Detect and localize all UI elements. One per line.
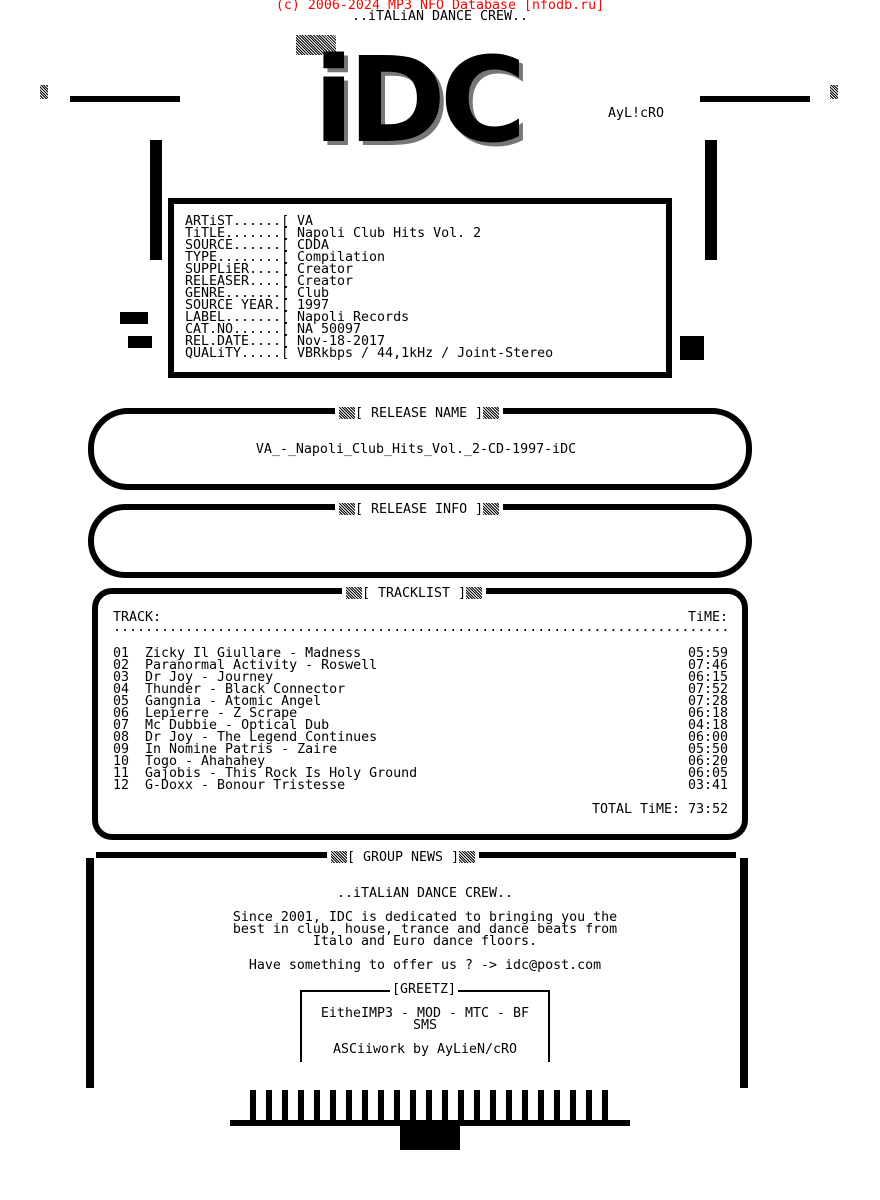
track-number: 10 (113, 754, 130, 769)
track-time: 06:05 (688, 766, 729, 781)
info-label: REL.DATE....[ (185, 334, 290, 349)
ornament (128, 336, 152, 348)
info-value: VA (297, 214, 314, 229)
ornament (70, 96, 180, 102)
ascii-credit: ASCiiwork by AyLieN/cRO (332, 1042, 518, 1057)
total-time: TOTAL TiME: 73:52 (592, 802, 729, 817)
ornament (40, 85, 48, 99)
time-column-header: TiME: (688, 610, 729, 625)
info-label: ARTiST......[ (185, 214, 290, 229)
greetz-line: EitheIMP3 - MOD - MTC - BF (320, 1006, 530, 1021)
track-number: 06 (113, 706, 130, 721)
track-number: 05 (113, 694, 130, 709)
greetz-heading: [GREETZ] (390, 982, 459, 997)
ornament (830, 85, 838, 99)
info-label: CAT.NO......[ (185, 322, 290, 337)
ornament (86, 858, 94, 1088)
track-title: Mc Dubbie - Optical Dub (145, 718, 330, 733)
info-label: QUALiTY.....[ (185, 346, 290, 361)
art-signature: AyL!cRO (608, 106, 665, 121)
info-value: Nov-18-2017 (297, 334, 386, 349)
track-time: 07:46 (688, 658, 729, 673)
news-line: Since 2001, IDC is dedicated to bringing… (232, 910, 618, 925)
track-title: Zicky Il Giullare - Madness (145, 646, 362, 661)
info-value: Napoli Records (297, 310, 410, 325)
info-value: Compilation (297, 250, 386, 265)
track-time: 05:59 (688, 646, 729, 661)
info-value: Napoli Club Hits Vol. 2 (297, 226, 482, 241)
info-value: Creator (297, 274, 354, 289)
news-line: best in club, house, trance and dance be… (232, 922, 618, 937)
info-value: Club (297, 286, 330, 301)
release-name-value: VA_-_Napoli_Club_Hits_Vol._2-CD-1997-iDC (255, 442, 577, 457)
track-number: 01 (113, 646, 130, 661)
logo-text: iDC (313, 31, 527, 169)
track-number: 02 (113, 658, 130, 673)
track-time: 06:18 (688, 706, 729, 721)
track-title: Togo - Ahahahey (145, 754, 266, 769)
track-number: 12 (113, 778, 130, 793)
info-label: LABEL.......[ (185, 310, 290, 325)
group-tagline: ..iTALiAN DANCE CREW.. (351, 9, 529, 24)
track-title: Lepierre - Z Scrape (145, 706, 298, 721)
track-title: Dr Joy - Journey (145, 670, 274, 685)
track-time: 05:50 (688, 742, 729, 757)
info-value: NA 50097 (297, 322, 362, 337)
separator: ........................................… (113, 622, 729, 634)
info-value: Creator (297, 262, 354, 277)
contact-line: Have something to offer us ? -> idc@post… (248, 958, 602, 973)
info-label: SUPPLiER....[ (185, 262, 290, 277)
track-time: 07:52 (688, 682, 729, 697)
track-title: Dr Joy - The Legend Continues (145, 730, 378, 745)
track-number: 11 (113, 766, 130, 781)
ornament (150, 140, 162, 260)
news-tagline: ..iTALiAN DANCE CREW.. (336, 886, 514, 901)
ornament (740, 858, 748, 1088)
info-value: CDDA (297, 238, 330, 253)
info-label: SOURCE......[ (185, 238, 290, 253)
track-column-header: TRACK: (113, 610, 162, 625)
track-time: 07:28 (688, 694, 729, 709)
ornament (120, 312, 148, 324)
group-news-heading: [ GROUP NEWS ] (327, 851, 480, 864)
track-time: 04:18 (688, 718, 729, 733)
release-name-heading: [ RELEASE NAME ] (335, 407, 504, 420)
release-info-heading: [ RELEASE INFO ] (335, 503, 504, 516)
info-label: SOURCE YEAR.[ (185, 298, 290, 313)
greetz-line: SMS (412, 1018, 438, 1033)
info-label: TiTLE.......[ (185, 226, 290, 241)
tracklist-heading: [ TRACKLIST ] (342, 587, 487, 600)
info-label: RELEASER....[ (185, 274, 290, 289)
idc-logo: iDC (288, 30, 546, 170)
track-number: 03 (113, 670, 130, 685)
info-label: TYPE........[ (185, 250, 290, 265)
copyright-line: (c) 2006-2024 MP3 NFO Database [nfodb.ru… (275, 0, 605, 13)
track-time: 06:20 (688, 754, 729, 769)
track-number: 04 (113, 682, 130, 697)
ornament (700, 96, 810, 102)
logo-dither (296, 35, 336, 55)
info-value: VBRkbps / 44,1kHz / Joint-Stereo (297, 346, 554, 361)
track-title: Thunder - Black Connector (145, 682, 346, 697)
track-time: 03:41 (688, 778, 729, 793)
track-title: Paranormal Activity - Roswell (145, 658, 378, 673)
track-title: Gajobis - This Rock Is Holy Ground (145, 766, 418, 781)
bottom-ornament (230, 1090, 630, 1160)
track-title: In Nomine Patris - Zaire (145, 742, 338, 757)
track-time: 06:00 (688, 730, 729, 745)
news-line: Italo and Euro dance floors. (312, 934, 538, 949)
track-number: 07 (113, 718, 130, 733)
info-box (168, 198, 672, 378)
track-title: G-Doxx - Bonour Tristesse (145, 778, 346, 793)
track-number: 09 (113, 742, 130, 757)
track-number: 08 (113, 730, 130, 745)
ornament (680, 336, 704, 360)
info-label: GENRE.......[ (185, 286, 290, 301)
track-title: Gangnia - Atomic Angel (145, 694, 322, 709)
track-time: 06:15 (688, 670, 729, 685)
ornament (705, 140, 717, 260)
info-value: 1997 (297, 298, 330, 313)
